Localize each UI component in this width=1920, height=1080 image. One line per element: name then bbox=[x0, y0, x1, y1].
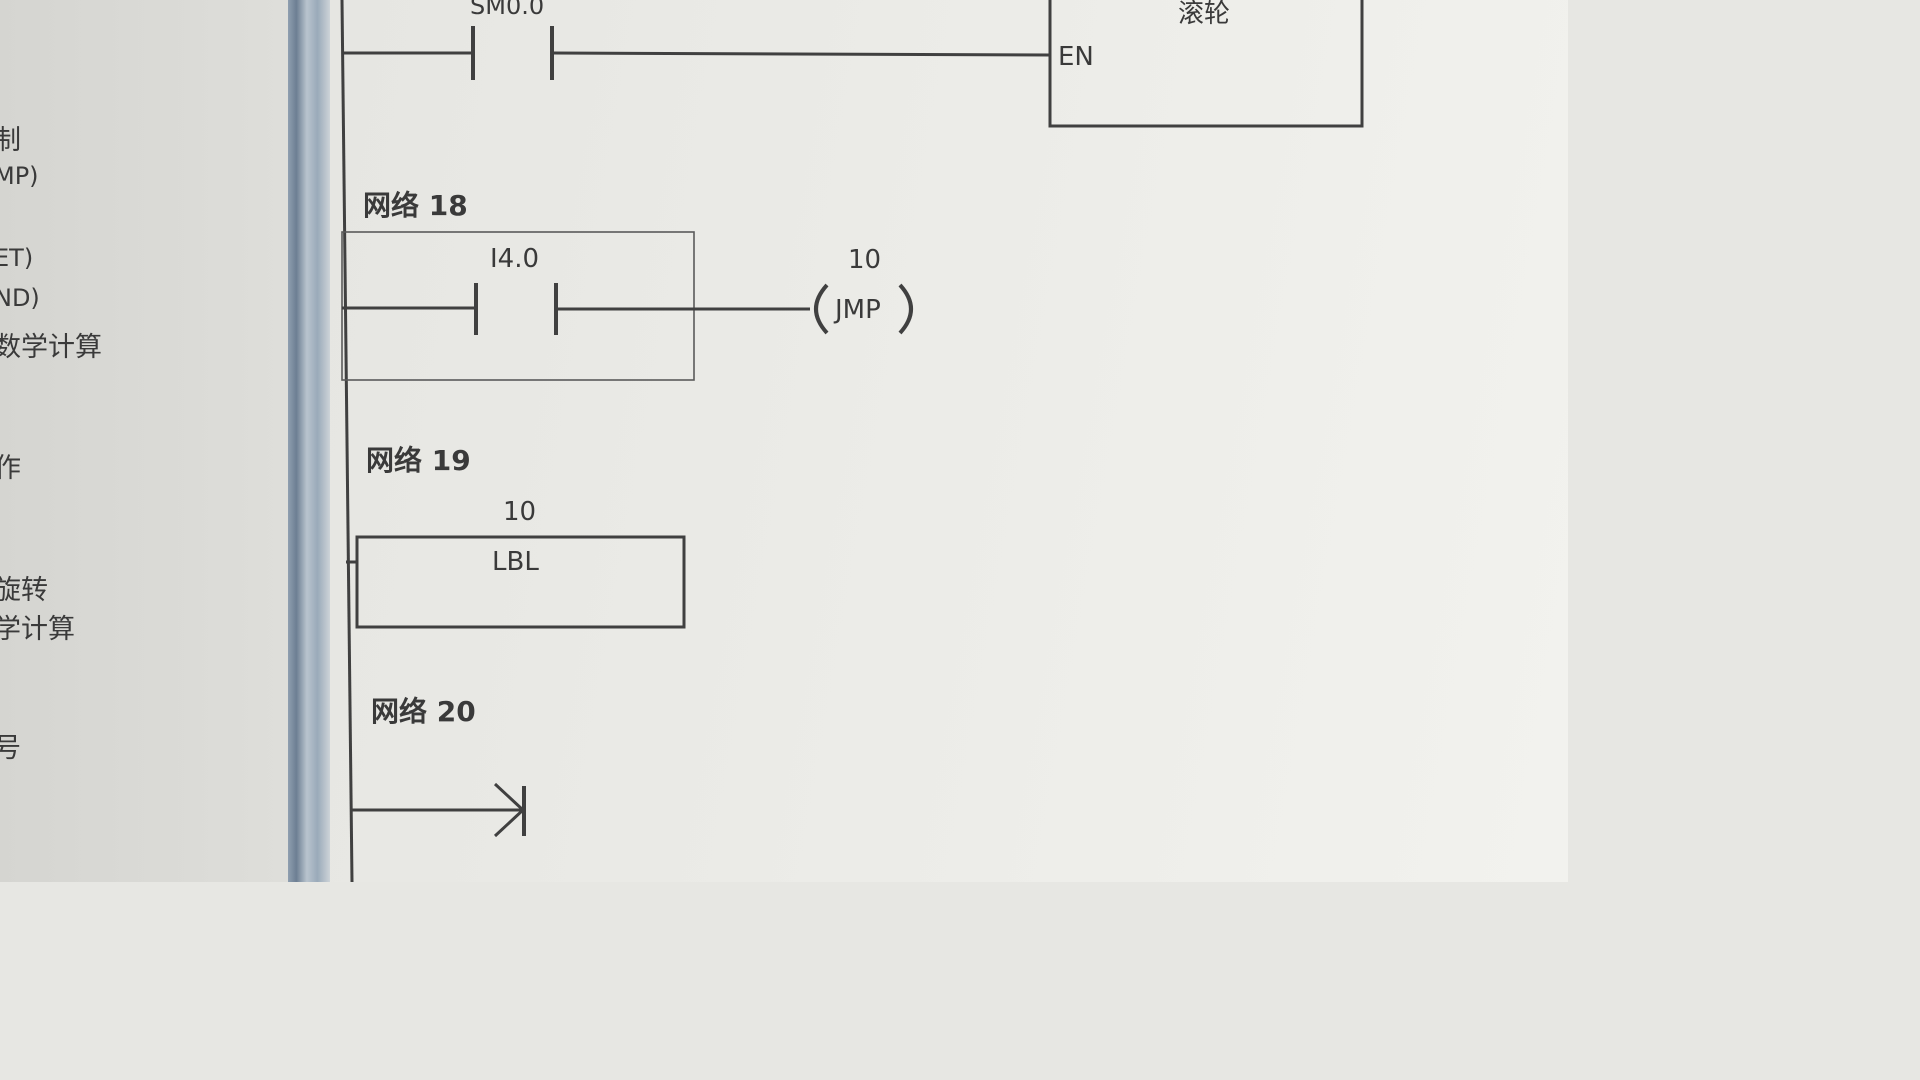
network-18[interactable]: I4.0 JMP 10 bbox=[341, 231, 913, 381]
subroutine-box[interactable] bbox=[1048, 0, 1364, 128]
network-18-title[interactable]: 网络 18 bbox=[363, 189, 468, 222]
tree-item[interactable]: MP) bbox=[0, 162, 39, 190]
subroutine-box-title: 滚轮 bbox=[1178, 0, 1230, 29]
coil-right-paren bbox=[898, 283, 913, 335]
tree-item[interactable]: ET) bbox=[0, 244, 34, 272]
contact-address-label: SM0.0 bbox=[470, 0, 544, 20]
tree-item[interactable]: 数学计算 bbox=[0, 332, 102, 363]
network-20[interactable] bbox=[352, 782, 526, 838]
en-pin-label: EN bbox=[1058, 42, 1094, 72]
jmp-target-number: 10 bbox=[848, 245, 881, 275]
tree-item[interactable]: 旋转 bbox=[0, 575, 48, 606]
power-rail bbox=[340, 0, 354, 882]
network-20-title[interactable]: 网络 20 bbox=[371, 695, 476, 728]
ladder-editor[interactable]: SM0.0 滚轮 EN I4.0 JMP 10 bbox=[330, 0, 1568, 882]
jmp-coil-label: JMP bbox=[833, 295, 881, 325]
lbl-box-label: LBL bbox=[492, 547, 539, 577]
contact-address-label: I4.0 bbox=[490, 244, 539, 274]
lbl-number: 10 bbox=[503, 497, 536, 527]
network-19[interactable]: LBL 10 bbox=[346, 497, 686, 629]
network-19-title[interactable]: 网络 19 bbox=[366, 444, 471, 477]
network-17[interactable]: SM0.0 滚轮 EN bbox=[342, 0, 1364, 128]
tree-item[interactable]: ND) bbox=[0, 284, 40, 312]
coil-left-paren bbox=[814, 283, 829, 335]
tree-item[interactable]: 学计算 bbox=[0, 614, 75, 645]
tree-item[interactable]: 制 bbox=[0, 125, 21, 156]
tree-item[interactable]: 号 bbox=[0, 733, 21, 764]
tree-item[interactable]: 作 bbox=[0, 453, 21, 484]
selection-cursor-box[interactable] bbox=[341, 231, 695, 381]
ladder-diagram: SM0.0 滚轮 EN I4.0 JMP 10 bbox=[340, 0, 1364, 882]
instruction-tree-pane[interactable]: 制 MP) ET) ND) 数学计算 作 旋转 学计算 号 bbox=[0, 0, 290, 882]
lbl-box[interactable] bbox=[355, 535, 686, 629]
pane-splitter[interactable] bbox=[288, 0, 330, 882]
plc-editor-window: 制 MP) ET) ND) 数学计算 作 旋转 学计算 号 SM0.0 滚轮 E… bbox=[0, 0, 1568, 882]
